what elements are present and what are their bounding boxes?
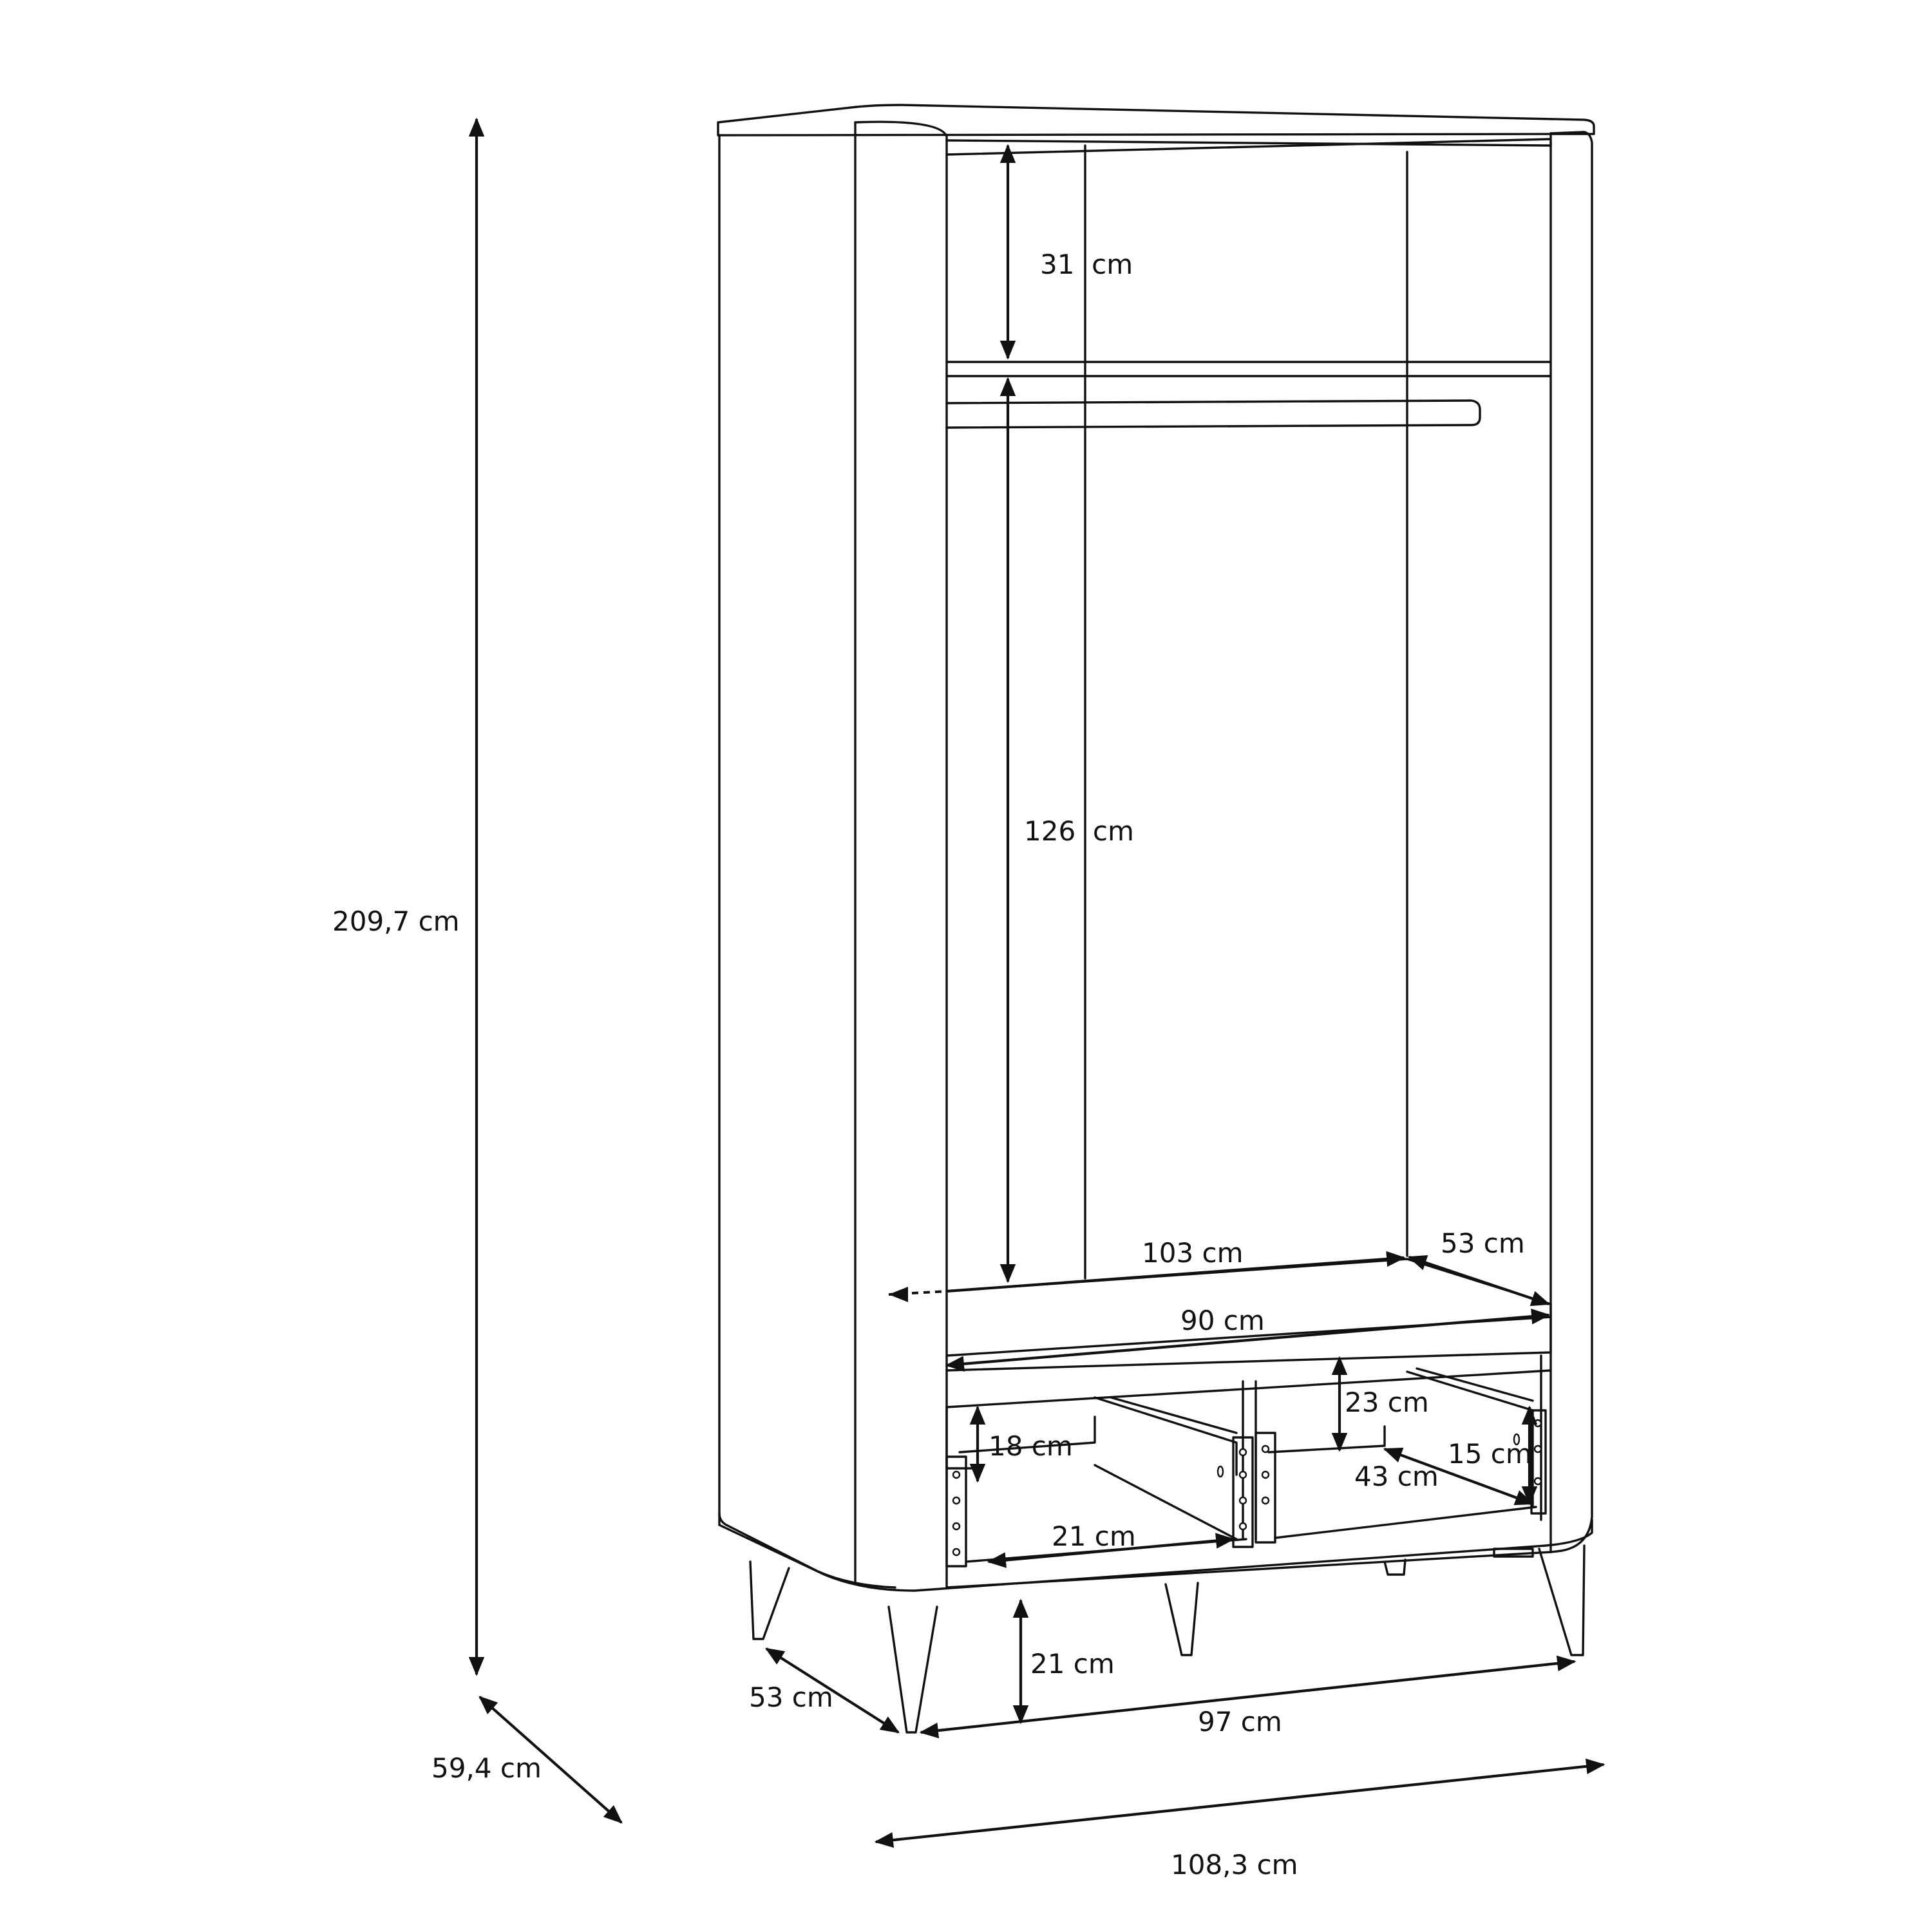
leg-height-label: 21 cm (1030, 1648, 1115, 1680)
overall-depth-label: 59,4 cm (431, 1752, 542, 1784)
leg-plate-right (1493, 1548, 1534, 1558)
leg-front-right (1538, 1544, 1586, 1656)
leg-back-small (1383, 1558, 1406, 1576)
left-drawer-front-right (1232, 1436, 1254, 1548)
runner-hole (1533, 1477, 1542, 1486)
hanging-height-label: 126 cm (1024, 815, 1134, 847)
dimension-labels: 209,7 cm 59,4 cm 108,3 cm 31 cm 126 cm 1… (332, 249, 1532, 1880)
left-drawer-side (1094, 1396, 1238, 1476)
inner-width-label: 90 cm (1180, 1305, 1265, 1336)
dimension-lines (468, 117, 1605, 1848)
right-drawer-front-bottom (1274, 1506, 1537, 1539)
left-door-post (854, 120, 948, 1589)
compartment-height-label: 23 cm (1345, 1387, 1429, 1418)
overall-height-label: 209,7 cm (332, 905, 460, 937)
left-drawer-side-top (1110, 1396, 1238, 1434)
shelf-depth-dimension-line (1407, 1255, 1551, 1307)
leg-back-middle (1164, 1582, 1199, 1656)
runner-hole (952, 1548, 961, 1557)
interior-ceiling-back (945, 138, 1552, 156)
drawer-depth-dimension-line (1383, 1447, 1535, 1506)
shelf-width-label: 103 cm (1142, 1237, 1244, 1269)
base-depth-dimension-line (764, 1647, 900, 1734)
right-drawer-side-top (1416, 1367, 1534, 1402)
right-door-post (1549, 131, 1593, 1553)
runner-hole (1533, 1444, 1542, 1454)
runner-hole (952, 1496, 961, 1505)
plinth-front (945, 1551, 1552, 1589)
base-width-label: 97 cm (1198, 1706, 1282, 1738)
runner-hole (1261, 1470, 1270, 1479)
left-drawer-bottom-edge (1094, 1464, 1238, 1540)
inner-width-dimension-line (945, 1309, 1551, 1372)
right-drawer-inner (1267, 1425, 1386, 1454)
drawer-width-dimension-line (987, 1533, 1235, 1568)
drawer-knob-hole (1217, 1465, 1224, 1478)
wardrobe-cabinet (717, 104, 1595, 1592)
right-drawer-front-left (1255, 1432, 1276, 1544)
shelf-depth-label: 53 cm (1441, 1227, 1525, 1259)
runner-hole (1238, 1522, 1247, 1531)
runner-hole (1261, 1496, 1270, 1505)
base-width-dimension-line (919, 1655, 1577, 1739)
drawer-knob-hole (1513, 1433, 1520, 1446)
runner-hole (1238, 1496, 1247, 1505)
shelf-width-extension (888, 1290, 947, 1296)
left-drawer-front-left (945, 1455, 967, 1567)
top-shelf-height-label: 31 cm (1040, 249, 1133, 280)
drawer-height-label: 18 cm (989, 1430, 1073, 1462)
width-dimension-line (874, 1758, 1605, 1848)
drawer-width-label: 21 cm (1052, 1520, 1136, 1552)
left-drawer-back (945, 1406, 980, 1470)
compartment-top (945, 1369, 1552, 1408)
interior-ceiling (945, 139, 1552, 147)
depth-dimension-line (478, 1696, 623, 1824)
runner-hole (1261, 1444, 1270, 1454)
legs (749, 1544, 1586, 1734)
runner-hole (1238, 1470, 1247, 1479)
runner-hole (1238, 1448, 1247, 1457)
base-depth-label: 53 cm (749, 1681, 833, 1713)
runner-hole (952, 1470, 961, 1479)
runner-hole (1533, 1419, 1542, 1428)
drawer-inner-height-label: 15 cm (1448, 1438, 1532, 1470)
runner-hole (952, 1522, 961, 1531)
leg-front-left (749, 1560, 790, 1640)
overall-width-label: 108,3 cm (1171, 1849, 1298, 1880)
left-side-panel (718, 134, 896, 1589)
shelf-width-dimension-line (946, 1251, 1406, 1293)
hanging-rail (945, 399, 1481, 429)
leg-front-center (887, 1605, 938, 1734)
shelf-width-arrow-left (889, 1287, 908, 1302)
cabinet-top (717, 104, 1595, 137)
drawer-depth-label: 43 cm (1354, 1461, 1439, 1492)
left-drawer-inner (958, 1416, 1096, 1454)
cabinet-plinth (718, 1512, 1593, 1592)
